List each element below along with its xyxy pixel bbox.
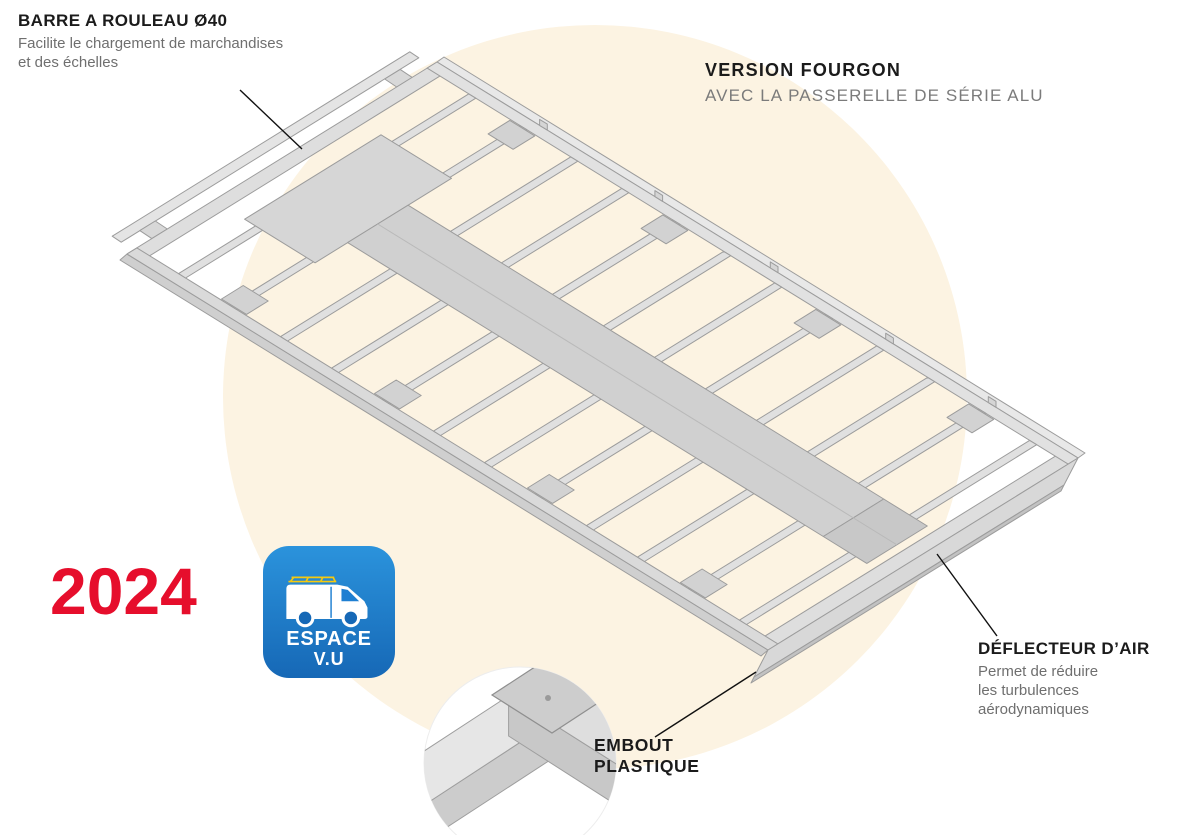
- deflector-description: Permet de réduire les turbulences aérody…: [978, 662, 1188, 719]
- callout-end-cap: EMBOUT PLASTIQUE: [594, 735, 754, 777]
- walkway-seam: [377, 223, 898, 546]
- callout-roller-bar: BARRE A ROULEAU Ø40 Facilite le chargeme…: [18, 10, 338, 72]
- end-cap-screw: [545, 695, 551, 701]
- rack-part: [946, 403, 995, 434]
- rack-part: [987, 396, 997, 408]
- rack-part: [679, 568, 728, 599]
- callout-deflector: DÉFLECTEUR D’AIR Permet de réduire les t…: [978, 638, 1188, 719]
- end-cap-label-line-2: PLASTIQUE: [594, 756, 700, 776]
- pointer-line-end-cap: [654, 671, 757, 738]
- rack-part: [885, 332, 894, 345]
- logo-text-vu: V.U: [313, 649, 345, 669]
- version-title: VERSION FOURGON: [705, 60, 902, 80]
- rack-part: [527, 474, 575, 504]
- rack-part: [111, 51, 420, 243]
- version-subtitle: AVEC LA PASSERELLE DE SÉRIE ALU: [705, 86, 1044, 105]
- rack-part: [640, 214, 689, 245]
- van-windshield: [341, 588, 360, 602]
- year-label: 2024: [50, 554, 197, 628]
- roller-bar-title: BARRE A ROULEAU Ø40: [18, 11, 228, 30]
- logo-text-espace: ESPACE: [286, 628, 372, 650]
- rack-part: [769, 261, 779, 274]
- end-cap-detail-drawing: [424, 667, 616, 835]
- pointer-line-deflector: [936, 553, 998, 637]
- van-rear-wheel: [295, 608, 315, 628]
- rack-part: [221, 285, 269, 315]
- roller-bar-description: Facilite le chargement de marchandises e…: [18, 34, 338, 72]
- rack-part: [793, 308, 842, 339]
- roof-rack-drawing: [111, 51, 1086, 684]
- deflector-desc-line-3: aérodynamiques: [978, 701, 1089, 718]
- roller-bar-desc-line-2: et des échelles: [18, 54, 119, 71]
- callout-version: VERSION FOURGON AVEC LA PASSERELLE DE SÉ…: [705, 60, 1125, 106]
- deflector-title: DÉFLECTEUR D’AIR: [978, 639, 1150, 658]
- espace-vu-logo: ESPACE V.U: [263, 546, 395, 678]
- rack-part: [539, 118, 548, 131]
- van-icon: [286, 576, 368, 628]
- rack-part: [487, 119, 536, 150]
- end-cap-rail-right-front-face: [508, 694, 616, 835]
- rack-part: [654, 190, 664, 202]
- rack-part: [374, 379, 422, 410]
- end-cap-label-line-1: EMBOUT: [594, 735, 674, 755]
- deflector-desc-line-2: les turbulences: [978, 682, 1079, 699]
- van-front-wheel: [341, 608, 361, 628]
- van-roof-rack-lines: [288, 576, 337, 583]
- rack-part: [244, 134, 452, 264]
- deflector-desc-line-1: Permet de réduire: [978, 663, 1099, 680]
- roller-bar-desc-line-1: Facilite le chargement de marchandises: [18, 35, 284, 52]
- rack-part: [750, 484, 1065, 684]
- pointer-line-roller-bar: [239, 89, 303, 150]
